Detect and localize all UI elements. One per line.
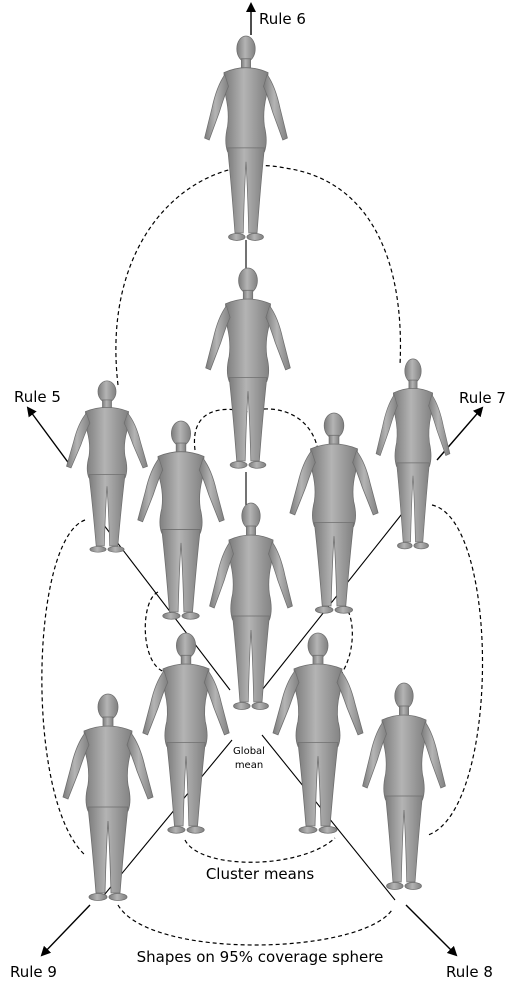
rule-7-label: Rule 7: [459, 389, 506, 407]
body-cluster-top: [206, 268, 291, 468]
left-cluster-outline: [42, 520, 85, 855]
sphere-bottom-outline: [118, 905, 392, 945]
body-cluster-upper-right: [290, 413, 378, 613]
global-mean-label-line2: mean: [235, 760, 263, 771]
body-cluster-upper-left: [138, 421, 224, 619]
body-rule6-extreme: [205, 36, 288, 240]
rule-5-label: Rule 5: [14, 388, 61, 406]
rule-8-arrow: [406, 905, 456, 955]
body-rule7-extreme: [376, 359, 450, 549]
body-rule5-extreme: [67, 381, 148, 552]
bottom-cluster-outline: [185, 838, 335, 862]
global-mean-label-line1: Global: [233, 746, 265, 757]
rule-9-label: Rule 9: [10, 963, 57, 981]
mid-left-cluster-outline: [145, 592, 165, 672]
rule-8-label: Rule 8: [446, 963, 493, 981]
coverage-sphere-caption: Shapes on 95% coverage sphere: [137, 948, 384, 966]
body-cluster-lower-right: [273, 633, 363, 833]
cluster-means-caption: Cluster means: [206, 865, 315, 883]
right-cluster-outline: [428, 505, 483, 835]
body-rule8-extreme: [363, 683, 446, 890]
body-global-mean: [210, 503, 293, 710]
body-rule9-extreme: [63, 694, 153, 901]
rule-6-label: Rule 6: [259, 10, 306, 28]
body-cluster-lower-left: [143, 633, 229, 833]
rule-5-arrow: [28, 408, 70, 465]
rule-9-arrow: [42, 905, 90, 955]
